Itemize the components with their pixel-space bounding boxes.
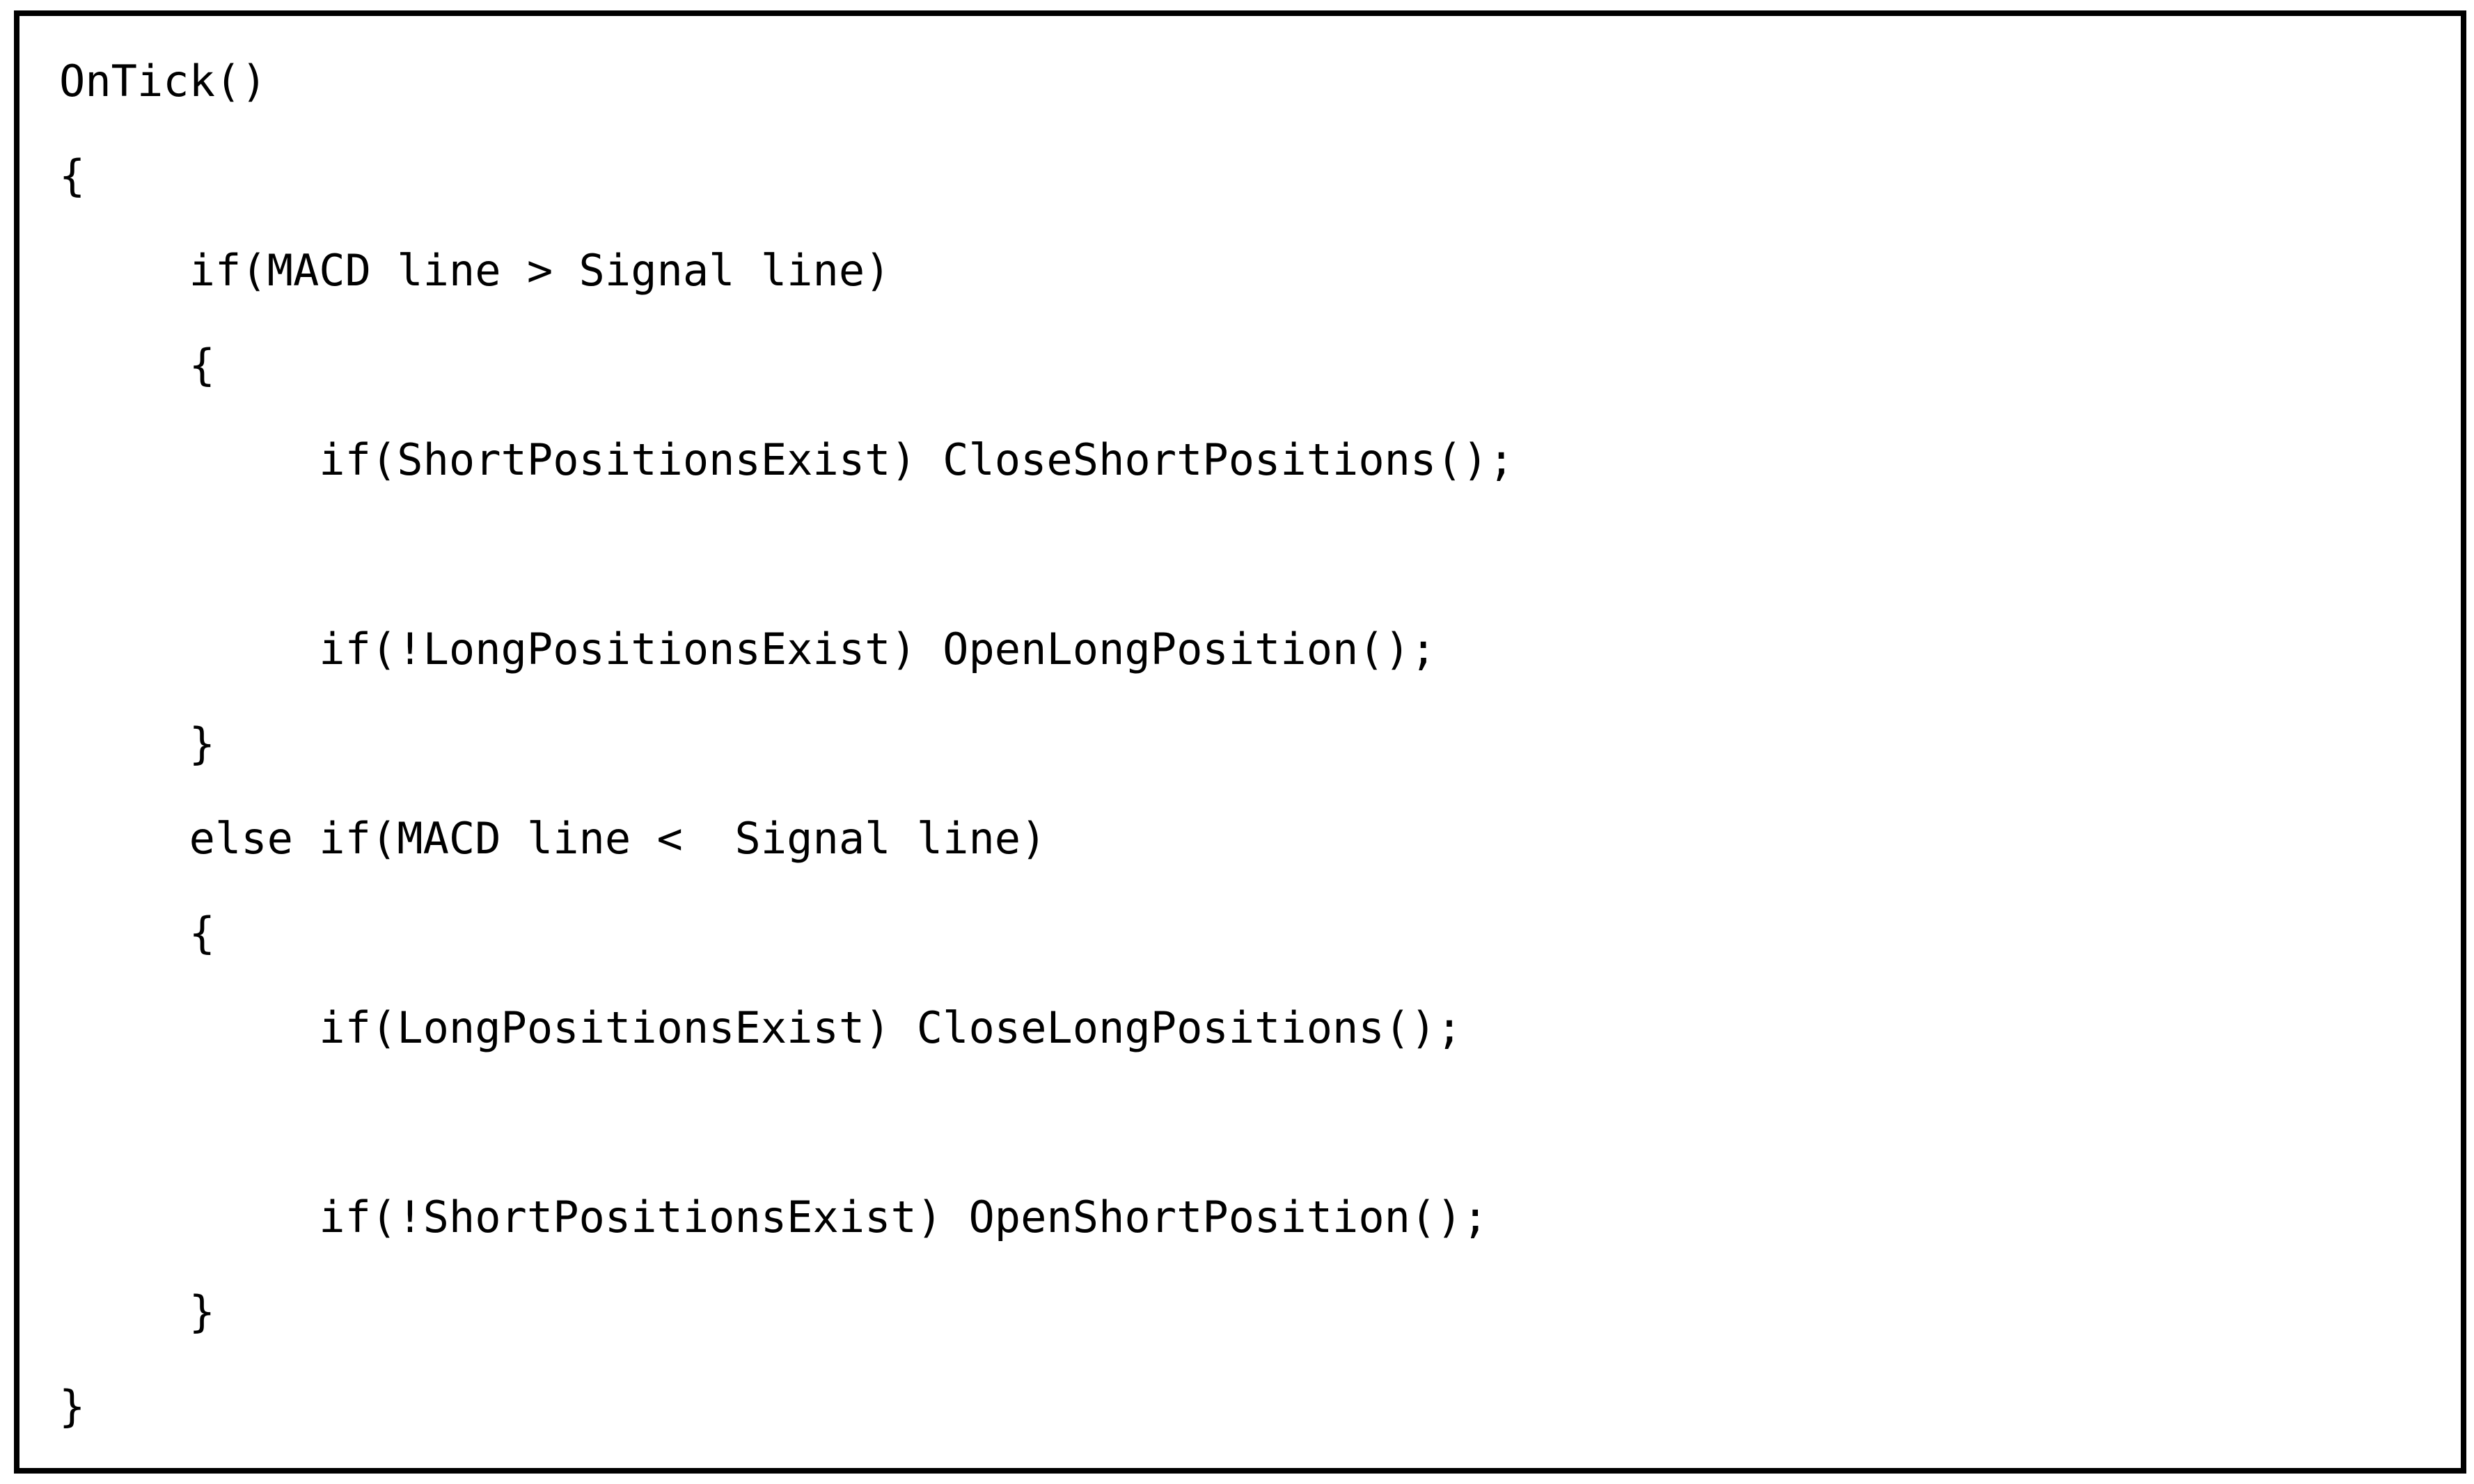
code-line: if(LongPositionsExist) CloseLongPosition… bbox=[59, 1002, 1463, 1053]
code-line: { bbox=[59, 340, 215, 390]
code-line: } bbox=[59, 1381, 86, 1432]
code-line: else if(MACD line < Signal line) bbox=[59, 813, 1047, 864]
code-line bbox=[59, 507, 2447, 602]
code-line: } bbox=[59, 718, 215, 769]
code-line: if(!LongPositionsExist) OpenLongPosition… bbox=[59, 624, 1437, 674]
code-line: OnTick() bbox=[59, 56, 267, 106]
code-line bbox=[59, 1075, 2447, 1170]
code-figure-frame: OnTick(){ if(MACD line > Signal line) { … bbox=[14, 10, 2466, 1474]
code-line: { bbox=[59, 908, 215, 958]
code-line: if(!ShortPositionsExist) OpenShortPositi… bbox=[59, 1192, 1488, 1242]
code-line: } bbox=[59, 1286, 215, 1337]
code-line: if(MACD line > Signal line) bbox=[59, 245, 891, 296]
code-block: OnTick(){ if(MACD line > Signal line) { … bbox=[19, 16, 2461, 1454]
code-line: { bbox=[59, 150, 86, 201]
code-line: if(ShortPositionsExist) CloseShortPositi… bbox=[59, 434, 1515, 485]
